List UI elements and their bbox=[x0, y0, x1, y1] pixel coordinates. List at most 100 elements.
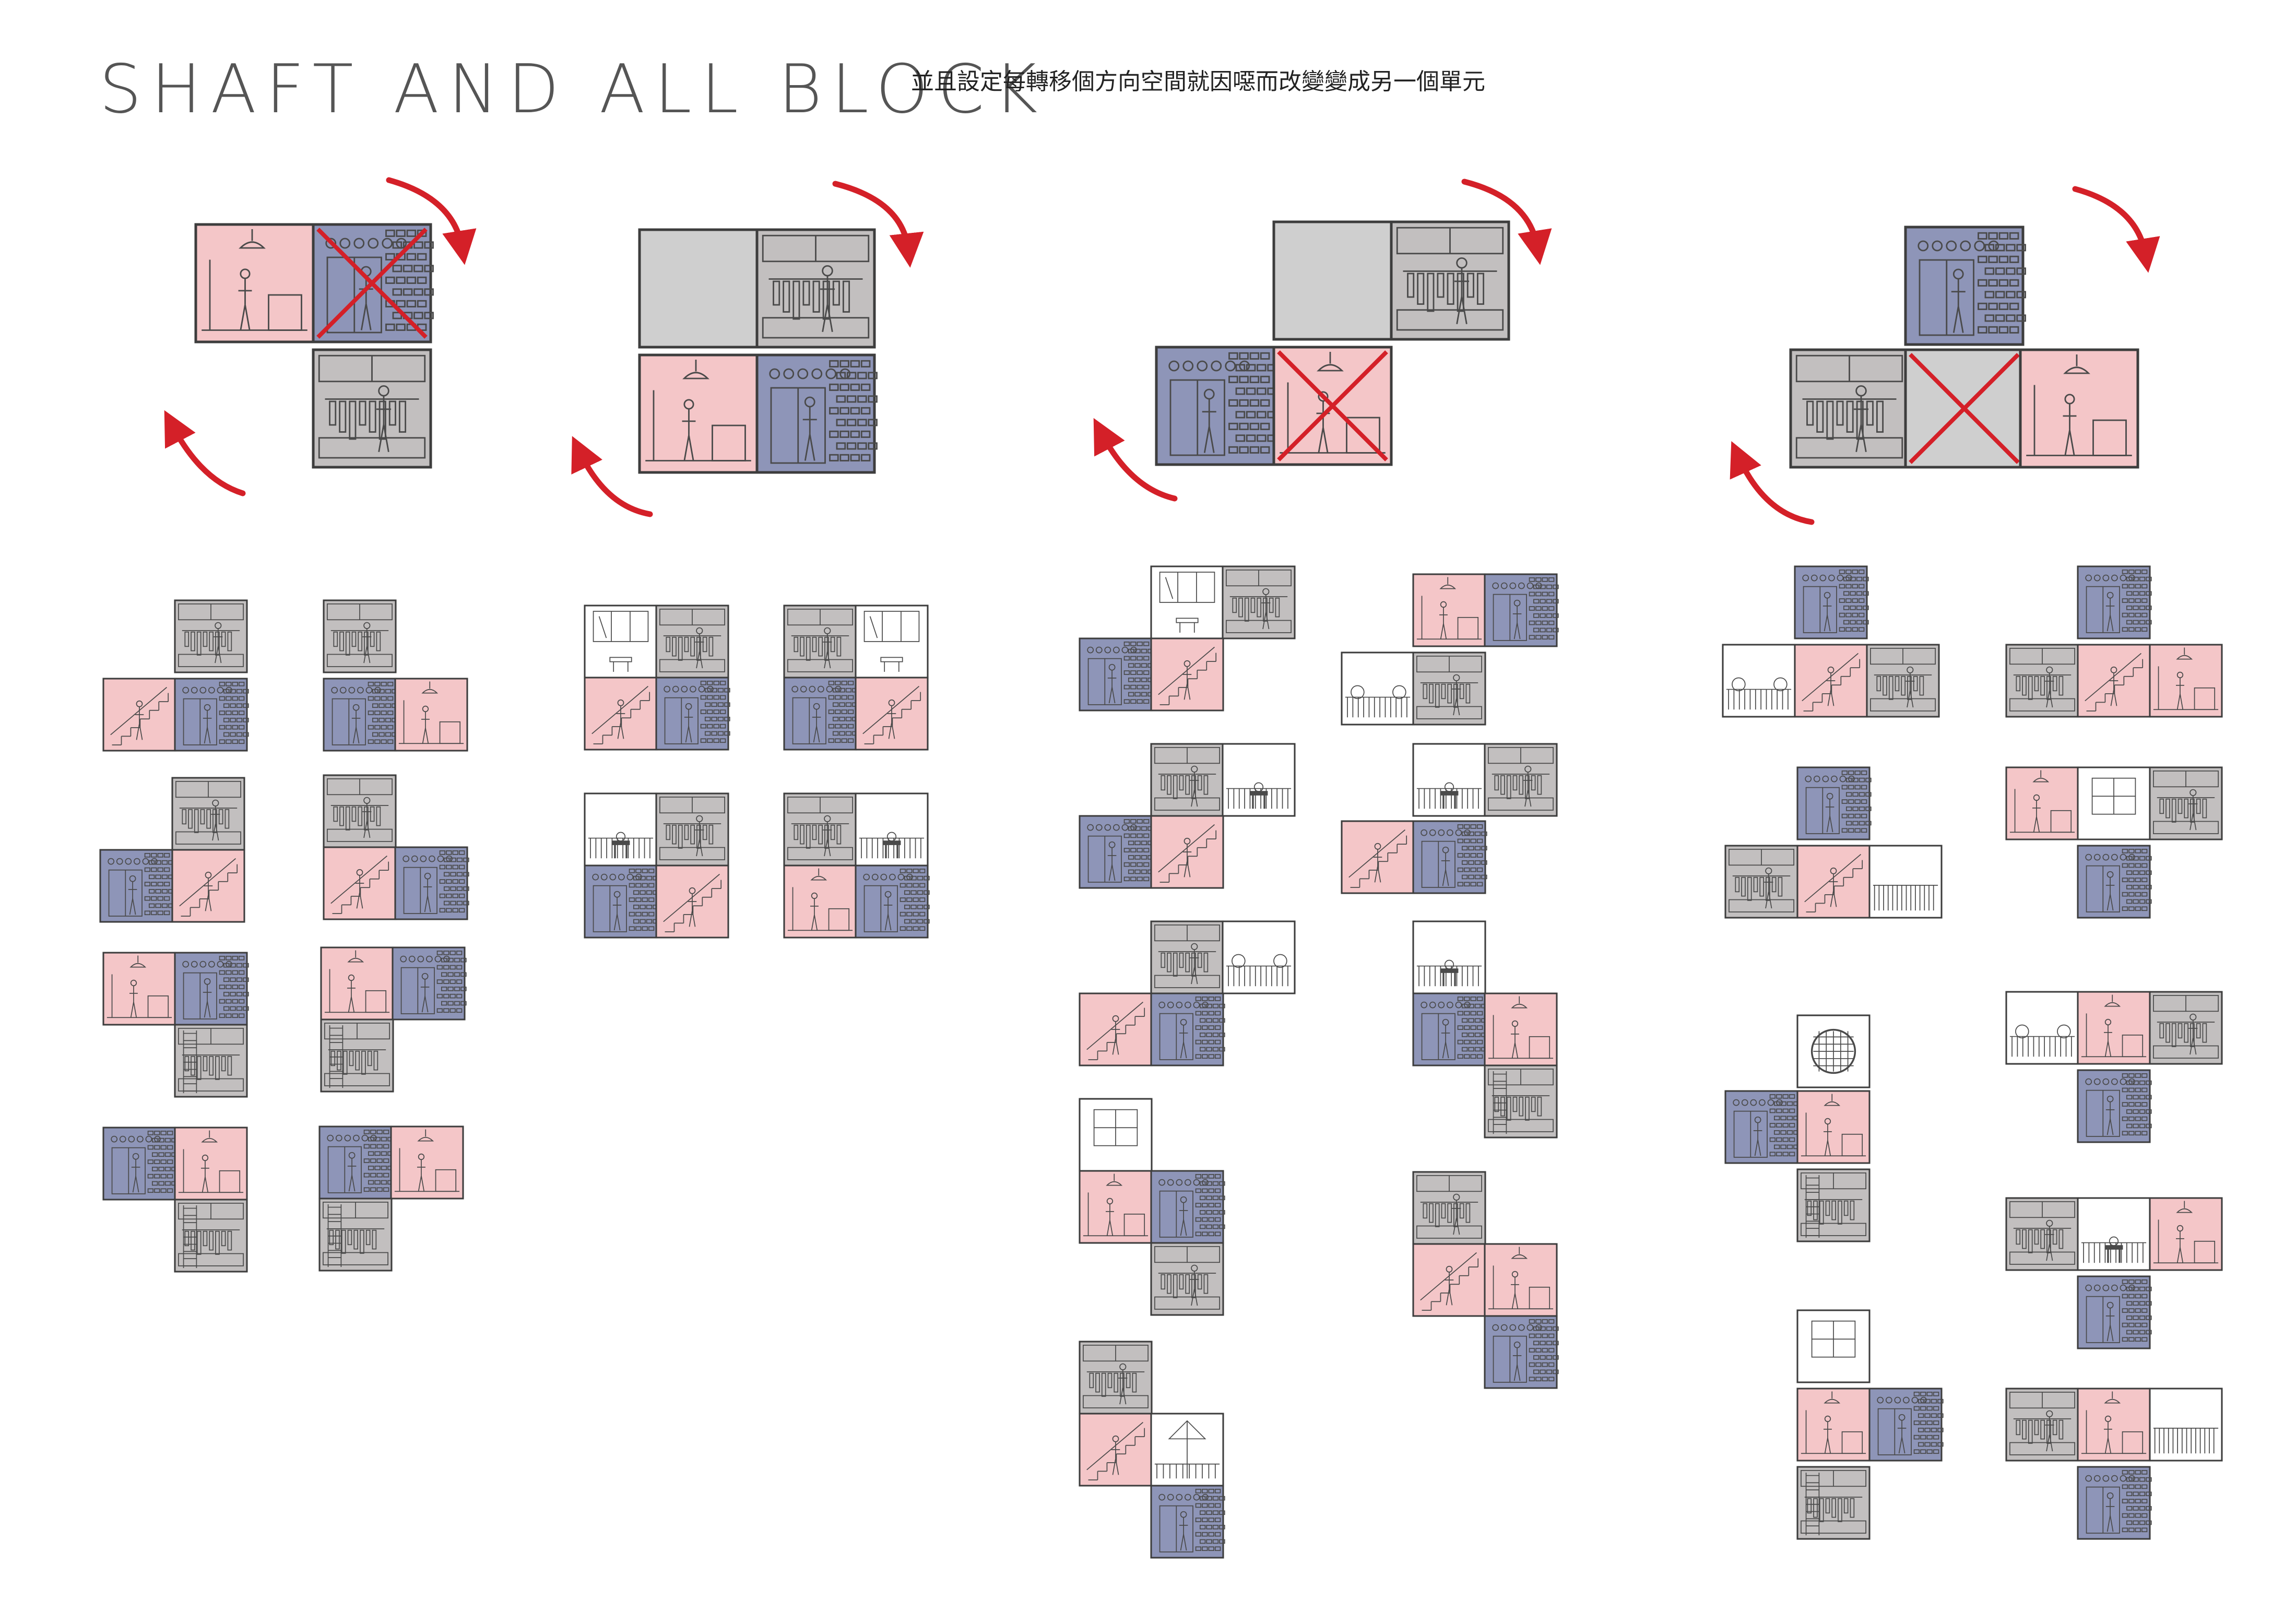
tile-closet-gray bbox=[1485, 744, 1557, 816]
tile-closet-gray bbox=[1791, 350, 1908, 467]
tile-bathroom-blue bbox=[1797, 767, 1871, 839]
tile-courtyard-white bbox=[2006, 992, 2078, 1064]
tile-closet-gray bbox=[1080, 1342, 1152, 1414]
tile-closet-gray bbox=[656, 606, 728, 678]
tile-bathroom-blue bbox=[395, 847, 469, 919]
tile-bedroom-pink bbox=[2078, 992, 2150, 1064]
tile-closet-gray bbox=[784, 606, 856, 678]
tile-bathroom-blue bbox=[656, 678, 730, 750]
tile-bathroom-blue bbox=[1413, 821, 1487, 893]
tile-bedroom-pink bbox=[395, 679, 467, 751]
tile-ladder-gray bbox=[1797, 1169, 1869, 1241]
tile-stair-pink bbox=[172, 850, 244, 922]
tile-balcony-white bbox=[856, 793, 928, 866]
tile-bathroom-blue bbox=[1151, 993, 1225, 1065]
tile-stair-pink bbox=[1151, 638, 1223, 710]
tile-empty-lightgray bbox=[1274, 222, 1391, 339]
tile-bathroom-blue bbox=[393, 947, 466, 1020]
tile-closet-gray bbox=[1391, 222, 1509, 339]
tile-door-white bbox=[1797, 1310, 1869, 1382]
tile-bathroom-blue bbox=[1080, 816, 1153, 888]
tile-closet-gray bbox=[2150, 767, 2222, 839]
tile-bedroom-pink bbox=[175, 1128, 247, 1200]
tile-bedroom-pink bbox=[1413, 574, 1485, 646]
tile-window-white bbox=[1151, 566, 1223, 638]
tile-door-white bbox=[2078, 767, 2150, 839]
tile-bathroom-blue bbox=[324, 679, 397, 751]
tile-closet-gray bbox=[1725, 846, 1797, 918]
tile-bathroom-blue bbox=[1869, 1389, 1943, 1461]
tile-bathroom-blue bbox=[319, 1127, 393, 1199]
tile-closet-gray bbox=[1223, 566, 1295, 638]
tile-fence-white bbox=[2150, 1389, 2222, 1461]
tile-bathroom-blue bbox=[856, 866, 929, 938]
tile-balcony-white bbox=[1413, 921, 1485, 993]
tile-stair-pink bbox=[103, 679, 175, 751]
tile-bedroom-pink bbox=[321, 947, 393, 1020]
rotation-arrow-icon bbox=[172, 425, 243, 493]
tile-balcony-white bbox=[2078, 1198, 2150, 1270]
tile-bathroom-blue bbox=[103, 1128, 177, 1200]
tile-fence-white bbox=[1869, 846, 1942, 918]
tile-round-window-white bbox=[1797, 1015, 1869, 1087]
tile-closet-gray bbox=[172, 778, 244, 850]
tile-closet-gray bbox=[324, 775, 396, 847]
tile-bathroom-blue bbox=[100, 850, 174, 922]
tile-bathroom-blue bbox=[1151, 1171, 1225, 1243]
block-tiles bbox=[100, 222, 2222, 1558]
tile-balcony-white bbox=[1223, 744, 1295, 816]
tile-bathroom-blue bbox=[1156, 347, 1276, 465]
tile-courtyard-white bbox=[1723, 645, 1795, 717]
tile-closet-gray bbox=[313, 350, 431, 467]
tile-bathroom-blue bbox=[1795, 566, 1868, 638]
tile-bathroom-blue bbox=[1413, 993, 1487, 1065]
tile-closet-gray bbox=[757, 230, 874, 347]
tile-bathroom-blue bbox=[1906, 227, 2026, 345]
tile-stair-pink bbox=[1080, 1414, 1152, 1486]
tile-ladder-gray bbox=[319, 1199, 392, 1271]
tile-balcony-white bbox=[585, 793, 657, 866]
tile-stair-pink bbox=[856, 678, 928, 750]
tile-bathroom-blue bbox=[585, 866, 658, 938]
tile-empty-lightgray bbox=[640, 230, 757, 347]
tile-bedroom-pink bbox=[1797, 1389, 1869, 1461]
tile-stair-pink bbox=[2078, 645, 2150, 717]
tile-closet-gray bbox=[1413, 653, 1485, 725]
tile-bedroom-pink bbox=[391, 1127, 463, 1199]
tile-ladder-gray bbox=[175, 1025, 247, 1097]
tile-stair-pink bbox=[585, 678, 657, 750]
tile-bedroom-pink bbox=[196, 224, 313, 342]
tile-bathroom-blue bbox=[2078, 1276, 2151, 1348]
tile-closet-gray bbox=[1151, 744, 1223, 816]
tile-courtyard-white bbox=[1342, 653, 1414, 725]
tile-empty-lightgray bbox=[1906, 350, 2023, 467]
tile-ladder-gray bbox=[1797, 1467, 1869, 1539]
tile-closet-gray bbox=[2150, 992, 2222, 1064]
tile-bathroom-blue bbox=[784, 678, 858, 750]
tile-bathroom-blue bbox=[2078, 566, 2151, 638]
tile-ladder-gray bbox=[1485, 1065, 1557, 1137]
tile-stair-pink bbox=[1342, 821, 1414, 893]
tile-closet-gray bbox=[656, 793, 728, 866]
tile-bathroom-blue bbox=[1725, 1091, 1799, 1163]
tile-bedroom-pink bbox=[1080, 1171, 1152, 1243]
tile-closet-gray bbox=[175, 600, 247, 672]
tile-bedroom-pink bbox=[784, 866, 856, 938]
tile-ladder-gray bbox=[321, 1020, 393, 1092]
tile-bedroom-pink bbox=[1485, 993, 1557, 1065]
tile-stair-pink bbox=[1797, 846, 1869, 918]
tile-bedroom-pink bbox=[2020, 350, 2138, 467]
tile-door-white bbox=[1080, 1099, 1152, 1171]
tile-ladder-gray bbox=[175, 1200, 247, 1272]
tile-balcony-white bbox=[1413, 744, 1485, 816]
tile-window-white bbox=[585, 606, 657, 678]
tile-bedroom-pink bbox=[103, 953, 175, 1025]
tile-bedroom-pink bbox=[1274, 347, 1391, 465]
tile-bedroom-pink bbox=[1485, 1244, 1557, 1316]
tile-bathroom-blue bbox=[757, 355, 877, 472]
tile-window-white bbox=[856, 606, 928, 678]
tile-bedroom-pink bbox=[2078, 1389, 2150, 1461]
tile-bedroom-pink bbox=[640, 355, 757, 472]
